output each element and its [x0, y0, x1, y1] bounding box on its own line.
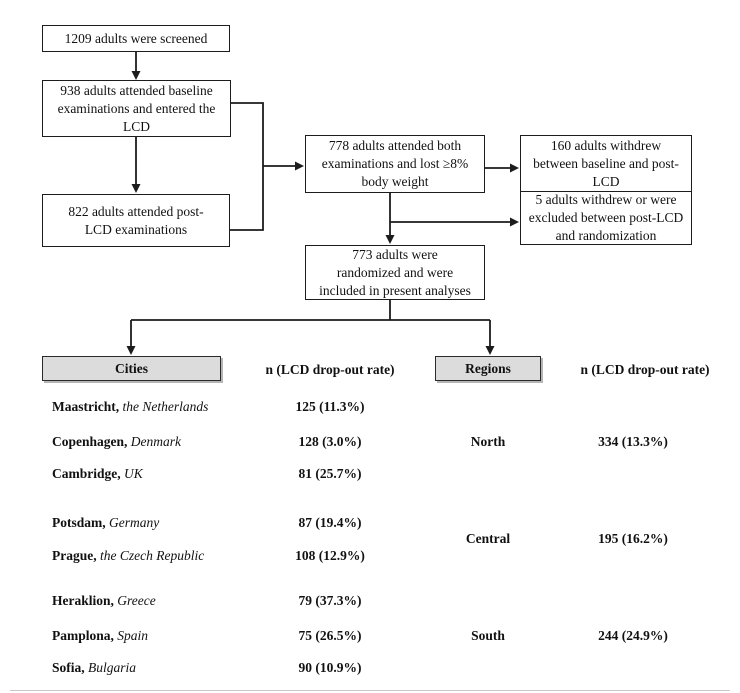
country-name: Bulgaria — [88, 660, 137, 675]
text-line: 822 adults attended post- — [68, 203, 204, 219]
arrowhead-right-2 — [510, 163, 519, 173]
city-row-value: 125 (11.3%) — [295, 399, 365, 414]
flow-box-screened: 1209 adults were screened — [42, 25, 230, 52]
region-row-value: 195 (16.2%) — [598, 531, 668, 546]
country-name: the Czech Republic — [100, 548, 205, 563]
city-row-label: Potsdam, Germany — [52, 514, 287, 531]
cities-header-label: Cities — [115, 360, 148, 376]
flow-box-withdrew-160: 160 adults withdrew between baseline and… — [520, 135, 692, 192]
regions-header-label: Regions — [465, 360, 511, 376]
country-name: Denmark — [130, 434, 182, 449]
text-line: LCD — [592, 173, 620, 189]
arrowhead-right-1 — [295, 161, 304, 171]
text-line: 773 adults were — [352, 246, 438, 262]
city-name: Pamplona, — [52, 628, 114, 643]
country-name: Spain — [117, 628, 149, 643]
region-row-label: Central — [465, 531, 511, 546]
city-name: Maastricht, — [52, 399, 120, 414]
text-line: between baseline and post- — [533, 155, 679, 171]
arrowhead-down-cities — [126, 346, 136, 355]
region-n-header: n (LCD drop-out rate) — [580, 362, 710, 377]
city-row-value: 81 (25.7%) — [298, 466, 362, 481]
city-row-label: Sofia, Bulgaria — [52, 659, 287, 676]
city-name: Sofia, — [52, 660, 85, 675]
text-line: randomized and were — [336, 264, 454, 280]
region-row-value: 244 (24.9%) — [598, 628, 668, 643]
city-name: Copenhagen, — [52, 434, 128, 449]
text-line: 778 adults attended both — [328, 138, 462, 153]
city-row-value: 87 (19.4%) — [298, 515, 362, 530]
bracket-left-boxes — [230, 102, 264, 231]
text-line: included in present analyses — [319, 282, 471, 298]
city-name: Prague, — [52, 548, 97, 563]
city-name: Potsdam, — [52, 515, 106, 530]
flow-box-baseline: 938 adults attended baseline examination… — [42, 80, 231, 137]
country-name: the Netherlands — [122, 399, 209, 414]
text-line: LCD examinations — [84, 221, 188, 237]
text-line: 938 adults attended baseline — [60, 82, 213, 98]
text-line: 160 adults withdrew — [550, 137, 662, 153]
text-line: examinations and lost ≥8% — [321, 156, 469, 171]
city-row-value: 128 (3.0%) — [298, 434, 362, 449]
text-line: 1209 adults were screened — [64, 30, 208, 46]
cities-header-box: Cities — [42, 356, 221, 381]
text-line: 5 adults withdrew or were — [535, 191, 677, 207]
city-name: Cambridge, — [52, 466, 121, 481]
arrowhead-right-3 — [510, 217, 519, 227]
country-name: Germany — [109, 515, 160, 530]
text-line: excluded between post-LCD — [528, 209, 684, 225]
city-row-value: 79 (37.3%) — [298, 593, 362, 608]
region-row-label: North — [470, 434, 506, 449]
text-line: body weight — [361, 174, 429, 189]
country-name: Greece — [117, 593, 156, 608]
city-name: Heraklion, — [52, 593, 114, 608]
city-row-value: 90 (10.9%) — [298, 660, 362, 675]
arrowhead-down-2 — [131, 184, 141, 193]
city-row-label: Pamplona, Spain — [52, 627, 287, 644]
text-line: examinations and entered the — [57, 100, 216, 116]
city-n-header: n (LCD drop-out rate) — [265, 362, 395, 377]
region-row-label: South — [471, 628, 505, 643]
bottom-divider — [10, 690, 730, 691]
region-row-value: 334 (13.3%) — [598, 434, 668, 449]
flow-box-randomized: 773 adults were randomized and were incl… — [305, 245, 485, 300]
city-row-label: Copenhagen, Denmark — [52, 433, 287, 450]
text-line: and randomization — [555, 227, 657, 243]
text-line: LCD — [123, 118, 150, 134]
arrowhead-down-regions — [485, 346, 495, 355]
regions-header-box: Regions — [435, 356, 541, 381]
branch-randomized-to-tables — [130, 300, 491, 346]
flow-box-both-exams: 778 adults attended both examinations an… — [305, 135, 485, 193]
city-row-label: Heraklion, Greece — [52, 592, 287, 609]
flow-box-withdrew-5: 5 adults withdrew or were excluded betwe… — [520, 190, 692, 245]
flow-box-post-lcd: 822 adults attended post- LCD examinatio… — [42, 194, 230, 247]
city-row-value: 108 (12.9%) — [295, 548, 365, 563]
arrowhead-down-1 — [131, 71, 141, 80]
city-row-label: Maastricht, the Netherlands — [52, 398, 287, 415]
city-row-label: Cambridge, UK — [52, 465, 287, 482]
city-row-label: Prague, the Czech Republic — [52, 547, 287, 564]
city-row-value: 75 (26.5%) — [298, 628, 362, 643]
arrowhead-down-3 — [385, 235, 395, 244]
country-name: UK — [124, 466, 143, 481]
